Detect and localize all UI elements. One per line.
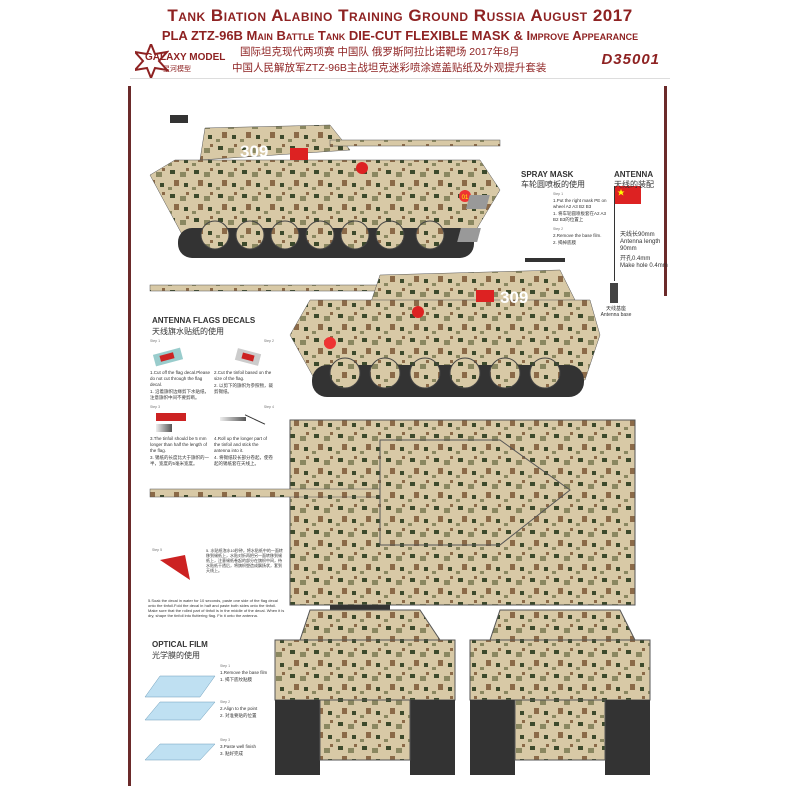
tank-number-2: 309: [500, 288, 528, 307]
spray-mask-sheet: [465, 195, 490, 209]
optical-film-diagram: [144, 675, 216, 761]
tank-top-view: [149, 419, 636, 606]
header-cn-line2: 中国人民解放军ZTZ-96B主战坦克迷彩喷涂遮盖贴纸及外观提升套装: [232, 62, 547, 74]
spray-step2-text: 2.Remove the base film.: [553, 233, 602, 238]
optical-title-cn: 光学膜的使用: [152, 651, 200, 660]
optical-step1: Step 1 1.Remove the base film 1. 揭下底纹贴膜: [220, 664, 270, 683]
flag-step1-text: 1.Cut off the flag decal.Please do not c…: [150, 370, 210, 387]
optical-step1-cn: 1. 揭下底纹贴膜: [220, 677, 253, 682]
frame-left: [128, 86, 131, 786]
antenna-length-text: Antenna length 90mm: [620, 239, 661, 252]
spray-mask-title-cn: 车轮圆喷板的使用: [521, 180, 585, 189]
logo-text: GALAXY MODEL: [145, 52, 226, 63]
flag-step2-cn: 2. 以剪下的旗帜为参照物，裁剪锡纸。: [214, 383, 274, 394]
optical-step3-cn: 3. 贴好完成: [220, 751, 244, 756]
flag-step4: Step 4 4.Roll up the longer part of the …: [214, 405, 274, 467]
antenna-base-text: Antenna base: [600, 312, 632, 318]
header-title: Tank Biation Alabino Training Ground Rus…: [167, 6, 633, 25]
optical-step2-label: Step 2: [220, 700, 231, 704]
flag-step4-label: Step 4: [263, 405, 274, 409]
spray-step1-cn: 1. 将车轮圆喷板套在A2 A3 B2 B3的位置上: [553, 211, 607, 222]
flag-step4-graphic: [214, 411, 274, 435]
flag-step5-text: 5.Soak the decal in water for 10 seconds…: [148, 598, 285, 618]
flag-step2-text: 2.Cut the tinfoil based on the size of t…: [214, 370, 272, 381]
flag-step3-graphic: [150, 411, 210, 435]
flag-step3: Step 3 3.The tinfoil should be 5 mm long…: [150, 405, 210, 467]
antenna-diagram: [610, 186, 641, 303]
optical-step2-cn: 2. 对准要贴的位置: [220, 713, 257, 718]
spray-mask-title: SPRAY MASK: [521, 170, 574, 179]
machine-gun: [170, 115, 188, 123]
optical-step3-label: Step 3: [220, 738, 231, 742]
antenna-title-cn: 天线的装配: [614, 180, 654, 189]
tank-side-view-right: 309: [149, 258, 601, 397]
antenna-base-cn: 天线基座: [605, 306, 626, 312]
frame-right: [664, 86, 667, 296]
antenna-hole-cn: 开孔0.4mm: [620, 256, 651, 262]
flag-star-icon: [617, 189, 625, 196]
antenna-title: ANTENNA: [614, 170, 654, 179]
spray-step2-cn: 2. 揭掉底膜: [553, 240, 577, 245]
tank-badge: 01: [462, 195, 469, 201]
spray-mask-sheet-2: [457, 228, 481, 242]
antenna-length-cn: 天线长90mm: [620, 232, 655, 238]
spray-step1-text: 1.Put the right mask PE on wheel A2 A3 B…: [553, 198, 607, 209]
spray-mask-steps: Step 1 1.Put the right mask PE on wheel …: [553, 192, 609, 246]
header-cn-line1: 国际坦克现代两项赛 中国队 俄罗斯阿拉比诺靶场 2017年8月: [240, 46, 520, 58]
optical-step3-text: 3.Paste well finish: [220, 744, 257, 749]
product-code: D35001: [601, 51, 660, 68]
tank-rear-view: [469, 609, 651, 775]
spray-step1-label: Step 1: [553, 192, 564, 196]
tank-front-view: [274, 605, 456, 775]
flag-step5-graphic: [160, 555, 190, 580]
flag-step4-text: 4.Roll up the longer part of the tinfoil…: [214, 436, 268, 453]
flag-step3-label: Step 3: [150, 405, 161, 409]
optical-step1-text: 1.Remove the base film: [220, 670, 268, 675]
optical-step2-text: 2.Align to the point: [220, 706, 258, 711]
flag-step1-cn: 1. 沿着旗帜边缘剪下水贴纸，注意旗帜中间不要剪断。: [150, 389, 210, 400]
optical-title: OPTICAL FILM: [152, 640, 208, 649]
header-divider: [130, 78, 670, 79]
flag-step5-label: Step 5: [152, 548, 163, 552]
flags-steps: Step 1 1.Cut off the flag decal.Please d…: [150, 339, 274, 467]
flag-step4-cn: 4. 将锡纸较长部分卷起，使卷起的锡纸套在天线上。: [214, 455, 274, 466]
flag-step1-label: Step 1: [150, 339, 161, 343]
antenna-hole-text: Make hole 0.4mm: [620, 263, 668, 269]
header-subtitle: PLA ZTZ-96B Main Battle Tank DIE-CUT FLE…: [161, 28, 639, 43]
logo-cn: 星河模型: [163, 66, 191, 73]
flag-step2: Step 2 2.Cut the tinfoil based on the si…: [214, 339, 274, 401]
gun-barrel: [329, 139, 501, 147]
flag-step2-label: Step 2: [263, 339, 274, 343]
flag-step3-cn: 3. 锡纸的长度比大于旗帜的一半，宽度的5毫米宽度。: [150, 455, 210, 466]
flags-title-cn: 天线旗水贴纸的使用: [152, 327, 224, 336]
flag-step1-graphic: [150, 345, 210, 369]
flag-step3-text: 3.The tinfoil should be 5 mm longer than…: [150, 436, 208, 453]
optical-step3: Step 3 3.Paste well finish 3. 贴好完成: [220, 738, 270, 757]
tank-side-view-left: 01 309: [149, 115, 501, 258]
flag-step2-graphic: [214, 345, 274, 369]
tank-number: 309: [240, 142, 268, 161]
flag-step5-cn: 5. 水贴纸泡水10秒钟，将水贴纸中的一面转移到锡纸上，水贴对折再把另一面转移到…: [206, 548, 283, 573]
optical-step2: Step 2 2.Align to the point 2. 对准要贴的位置: [220, 700, 270, 719]
flag-step1: Step 1 1.Cut off the flag decal.Please d…: [150, 339, 210, 401]
spray-step2-label: Step 2: [553, 227, 564, 231]
flags-title: ANTENNA FLAGS DECALS: [152, 316, 256, 325]
optical-step1-label: Step 1: [220, 664, 231, 668]
